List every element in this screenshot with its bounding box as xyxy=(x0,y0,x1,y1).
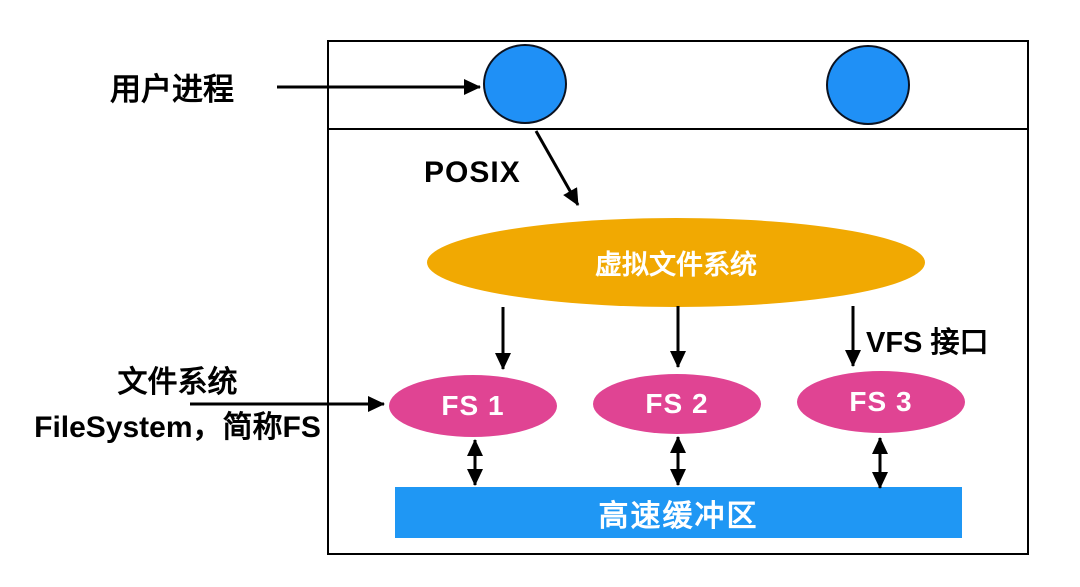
user-process-circle-1 xyxy=(483,44,567,124)
fs3-node: FS 3 xyxy=(797,371,965,433)
filesystem-label-line1: 文件系统 xyxy=(117,366,238,399)
fs3-node-label: FS 3 xyxy=(849,386,913,417)
filesystem-label-line2: FileSystem，简称FS xyxy=(34,411,321,444)
filesystem-label: 文件系统 FileSystem，简称FS xyxy=(15,360,340,450)
user-kernel-divider-line xyxy=(327,128,1029,130)
buffer-cache-label: 高速缓冲区 xyxy=(598,499,759,533)
fs2-node-label: FS 2 xyxy=(645,388,709,419)
user-process-circle-2 xyxy=(826,45,910,125)
vfs-node-label: 虚拟文件系统 xyxy=(595,250,757,280)
vfs-interface-label: VFS 接口 xyxy=(866,327,989,359)
buffer-cache-node: 高速缓冲区 xyxy=(395,487,962,538)
vfs-node: 虚拟文件系统 xyxy=(427,218,925,307)
fs2-node: FS 2 xyxy=(593,374,761,434)
user-process-label: 用户进程 xyxy=(110,72,234,107)
kernel-boundary-rect xyxy=(327,40,1029,555)
fs1-node-label: FS 1 xyxy=(441,390,505,421)
posix-label: POSIX xyxy=(424,156,521,189)
fs1-node: FS 1 xyxy=(389,375,557,437)
